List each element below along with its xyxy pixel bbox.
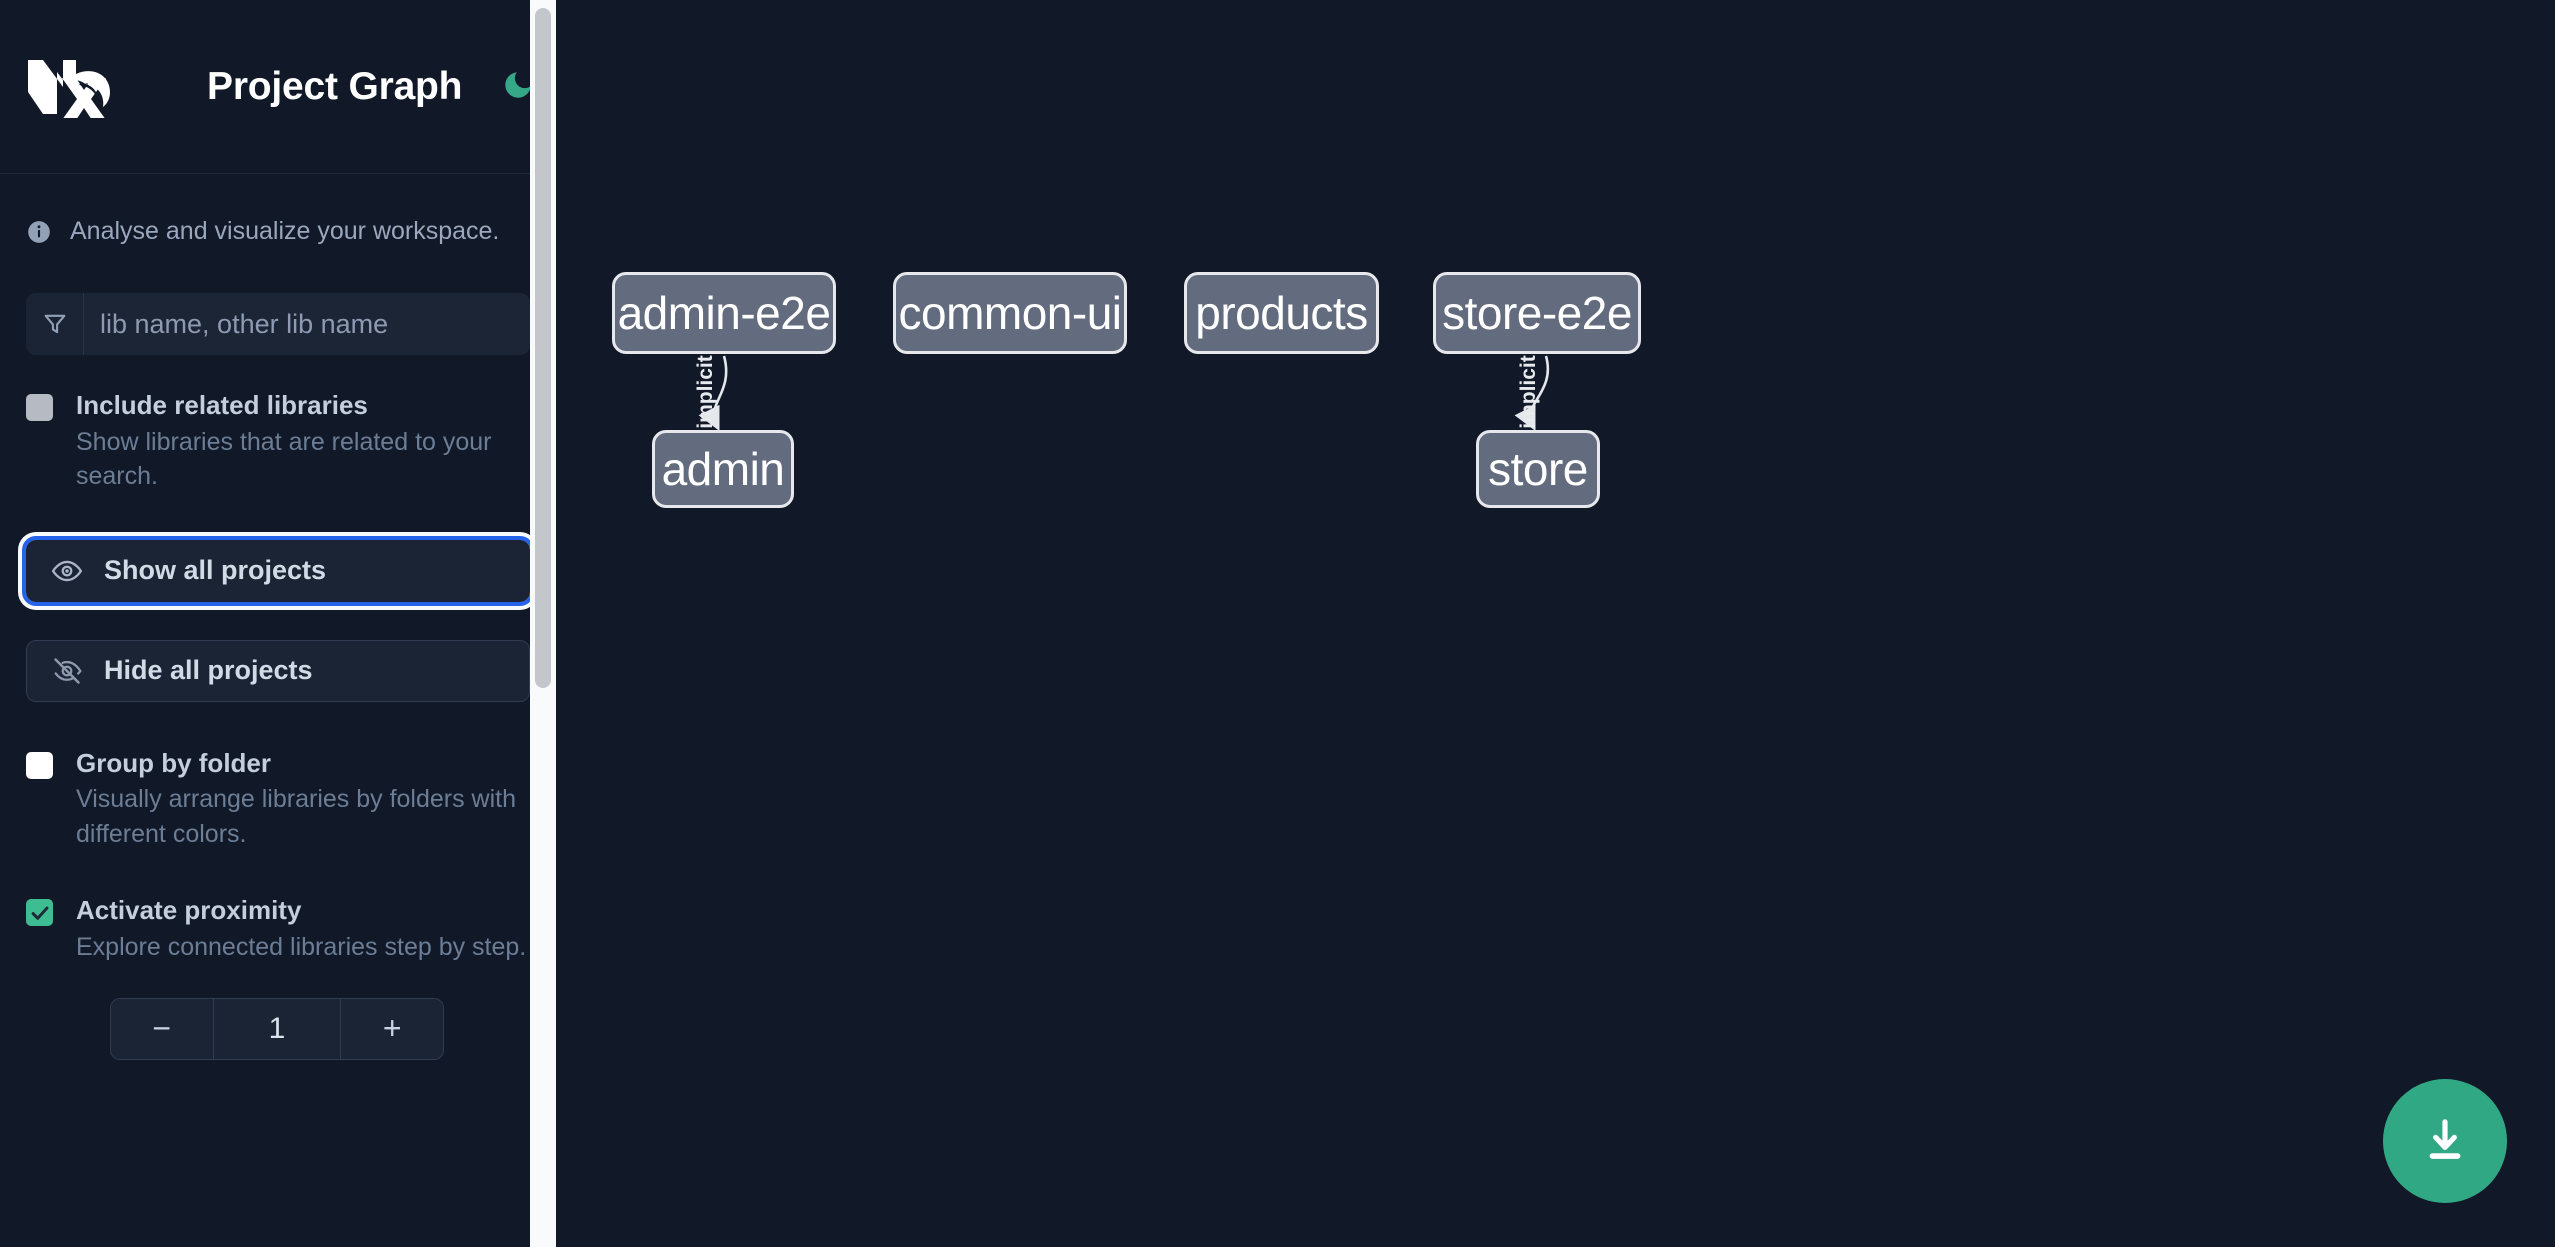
option-activate-proximity[interactable]: Activate proximity Explore connected lib… [0, 895, 556, 964]
show-all-projects-button[interactable]: Show all projects [22, 535, 534, 606]
moon-icon [501, 68, 535, 105]
include-related-libraries-checkbox[interactable] [26, 394, 53, 421]
sidebar-header: Project Graph [0, 0, 556, 174]
edge-label-implicit: implicit [1516, 355, 1540, 429]
activate-proximity-checkbox[interactable] [26, 899, 53, 927]
funnel-icon [26, 293, 84, 355]
graph-canvas[interactable]: implicit implicit admin-e2e common-ui pr… [556, 0, 2555, 1247]
scrollbar-thumb[interactable] [535, 8, 551, 688]
hide-all-projects-label: Hide all projects [104, 655, 313, 686]
option-description: Visually arrange libraries by folders wi… [76, 785, 517, 848]
graph-node-products[interactable]: products [1184, 272, 1379, 354]
proximity-value: 1 [212, 998, 342, 1059]
graph-edges [698, 355, 1550, 431]
sidebar: Project Graph Analyse and v [0, 0, 556, 1247]
download-icon [2419, 1114, 2471, 1169]
visibility-buttons: Show all projects Hide all projects [22, 535, 534, 702]
option-label: Group by folder [76, 747, 271, 778]
sidebar-scrollbar[interactable] [530, 0, 556, 1247]
graph-node-admin[interactable]: admin [652, 430, 794, 508]
proximity-stepper: − 1 + [110, 997, 444, 1060]
graph-node-store-e2e[interactable]: store-e2e [1433, 272, 1641, 354]
hide-all-projects-button[interactable]: Hide all projects [26, 639, 530, 702]
sidebar-body: Analyse and visualize your workspace. In… [0, 174, 556, 1060]
option-include-related-libraries[interactable]: Include related libraries Show libraries… [0, 390, 556, 494]
graph-node-common-ui[interactable]: common-ui [893, 272, 1127, 354]
group-by-folder-checkbox[interactable] [26, 751, 53, 779]
proximity-decrement-button[interactable]: − [111, 998, 213, 1059]
option-label: Activate proximity [76, 895, 302, 926]
theme-toggle-button[interactable] [498, 67, 538, 107]
graph-node-store[interactable]: store [1476, 430, 1600, 508]
option-description: Explore connected libraries step by step… [76, 933, 527, 962]
page-title: Project Graph [207, 64, 463, 108]
tagline-text: Analyse and visualize your workspace. [70, 217, 500, 245]
filter-bar [26, 293, 530, 355]
option-description: Show libraries that are related to your … [76, 427, 492, 491]
edge-label-implicit: implicit [693, 355, 717, 429]
graph-node-admin-e2e[interactable]: admin-e2e [612, 272, 836, 354]
option-group-by-folder[interactable]: Group by folder Visually arrange librari… [0, 748, 556, 852]
info-icon [26, 219, 52, 245]
eye-icon [51, 555, 83, 587]
nx-logo-icon [26, 56, 110, 120]
tagline: Analyse and visualize your workspace. [0, 174, 556, 246]
option-label: Include related libraries [76, 390, 368, 420]
proximity-increment-button[interactable]: + [341, 998, 443, 1059]
download-graph-button[interactable] [2383, 1079, 2507, 1203]
show-all-projects-label: Show all projects [104, 555, 327, 586]
search-input[interactable] [84, 293, 530, 355]
eye-off-icon [51, 655, 83, 687]
